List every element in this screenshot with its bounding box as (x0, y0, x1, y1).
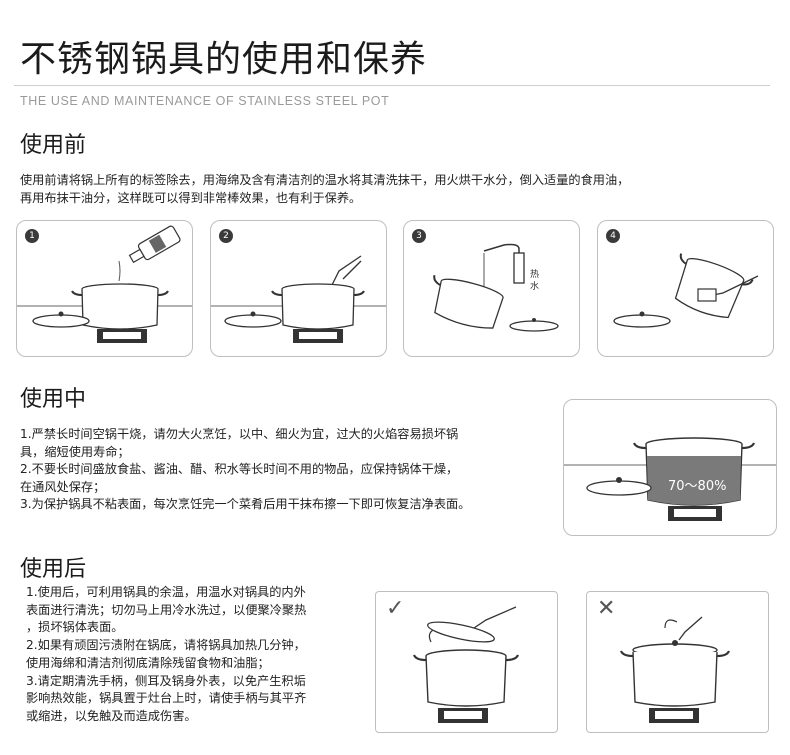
correct-practice-card: ✓ (375, 591, 558, 733)
header-divider (14, 85, 770, 86)
step-card-4: 4 (597, 220, 774, 357)
hot-water-label: 热 水 (530, 270, 540, 292)
after-line-6: 3.请定期清洗手柄，侧耳及锅身外表，以免产生积垢 (26, 673, 306, 688)
wipe-dry-illustration (613, 253, 759, 328)
section-heading-before: 使用前 (20, 133, 87, 158)
step-card-3: 3 热 水 (403, 220, 580, 357)
step-number-2: 2 (219, 229, 233, 243)
during-line-5: 3.为保护锅具不粘表面，每次烹饪完一个菜肴后用干抹布擦一下即可恢复洁净表面。 (20, 497, 471, 511)
step-number-4: 4 (606, 229, 620, 243)
after-line-8: 或缩进，以免触及而造成伤害。 (26, 708, 197, 723)
hot-water-rinse-illustration (433, 243, 559, 332)
during-line-2: 具，缩短使用寿命； (20, 444, 130, 459)
step-card-1: 1 (16, 220, 193, 357)
page-subtitle: THE USE AND MAINTENANCE OF STAINLESS STE… (20, 94, 390, 108)
correct-lid-illustration (412, 606, 520, 723)
fill-level-label: 70～80% (668, 479, 727, 494)
before-line-1: 使用前请将锅上所有的标签除去，用海绵及含有清洁剂的温水将其清洗抹干，用火烘干水分… (20, 173, 630, 187)
fill-level-card: 70～80% (563, 399, 777, 536)
during-line-3: 2.不要长时间盛放食盐、酱油、醋、积水等长时间不用的物品，应保持锅体干燥， (20, 462, 459, 476)
section-heading-during: 使用中 (20, 387, 87, 412)
before-line-2: 再用布抹干油分，这样既可以得到非常棒效果，也有利于保养。 (20, 190, 362, 205)
after-line-5: 使用海绵和清洁剂彻底清除残留食物和油脂； (26, 655, 270, 670)
pour-detergent-illustration (17, 225, 192, 343)
after-line-3: ，损坏锅体表面。 (26, 620, 124, 635)
after-line-4: 2.如果有顽固污渍附在锅底，请将锅具加热几分钟， (26, 638, 306, 653)
check-icon: ✓ (386, 596, 405, 621)
page-title: 不锈钢锅具的使用和保养 (20, 39, 428, 80)
step-card-2: 2 (210, 220, 387, 357)
fill-level-illustration (564, 437, 776, 521)
after-line-2: 表面进行清洗；切勿马上用冷水洗过，以便聚冷聚热 (26, 602, 307, 617)
sponge-wash-illustration (211, 255, 386, 343)
during-paragraph: 1.严禁长时间空锅干烧，请勿大火烹饪，以中、细火为宜，过大的火焰容易损坏锅 具，… (20, 426, 470, 514)
after-line-7: 影响热效能，锅具置于灶台上时，请使手柄与其平齐 (26, 691, 307, 706)
during-line-1: 1.严禁长时间空锅干烧，请勿大火烹饪，以中、细火为宜，过大的火焰容易损坏锅 (20, 427, 459, 441)
section-heading-after: 使用后 (20, 557, 87, 582)
after-line-1: 1.使用后，可利用锅具的余温，用温水对锅具的内外 (26, 585, 306, 599)
before-paragraph: 使用前请将锅上所有的标签除去，用海绵及含有清洁剂的温水将其清洗抹干，用火烘干水分… (20, 172, 629, 207)
step-number-1: 1 (25, 229, 39, 243)
wrong-practice-card: ✕ (586, 591, 769, 733)
during-line-4: 在通风处保存； (20, 479, 106, 494)
after-paragraph: 1.使用后，可利用锅具的余温，用温水对锅具的内外 表面进行清洗；切勿马上用冷水洗… (26, 584, 306, 726)
step-number-3: 3 (412, 229, 426, 243)
cross-icon: ✕ (597, 596, 616, 621)
wrong-lid-illustration (619, 616, 731, 723)
